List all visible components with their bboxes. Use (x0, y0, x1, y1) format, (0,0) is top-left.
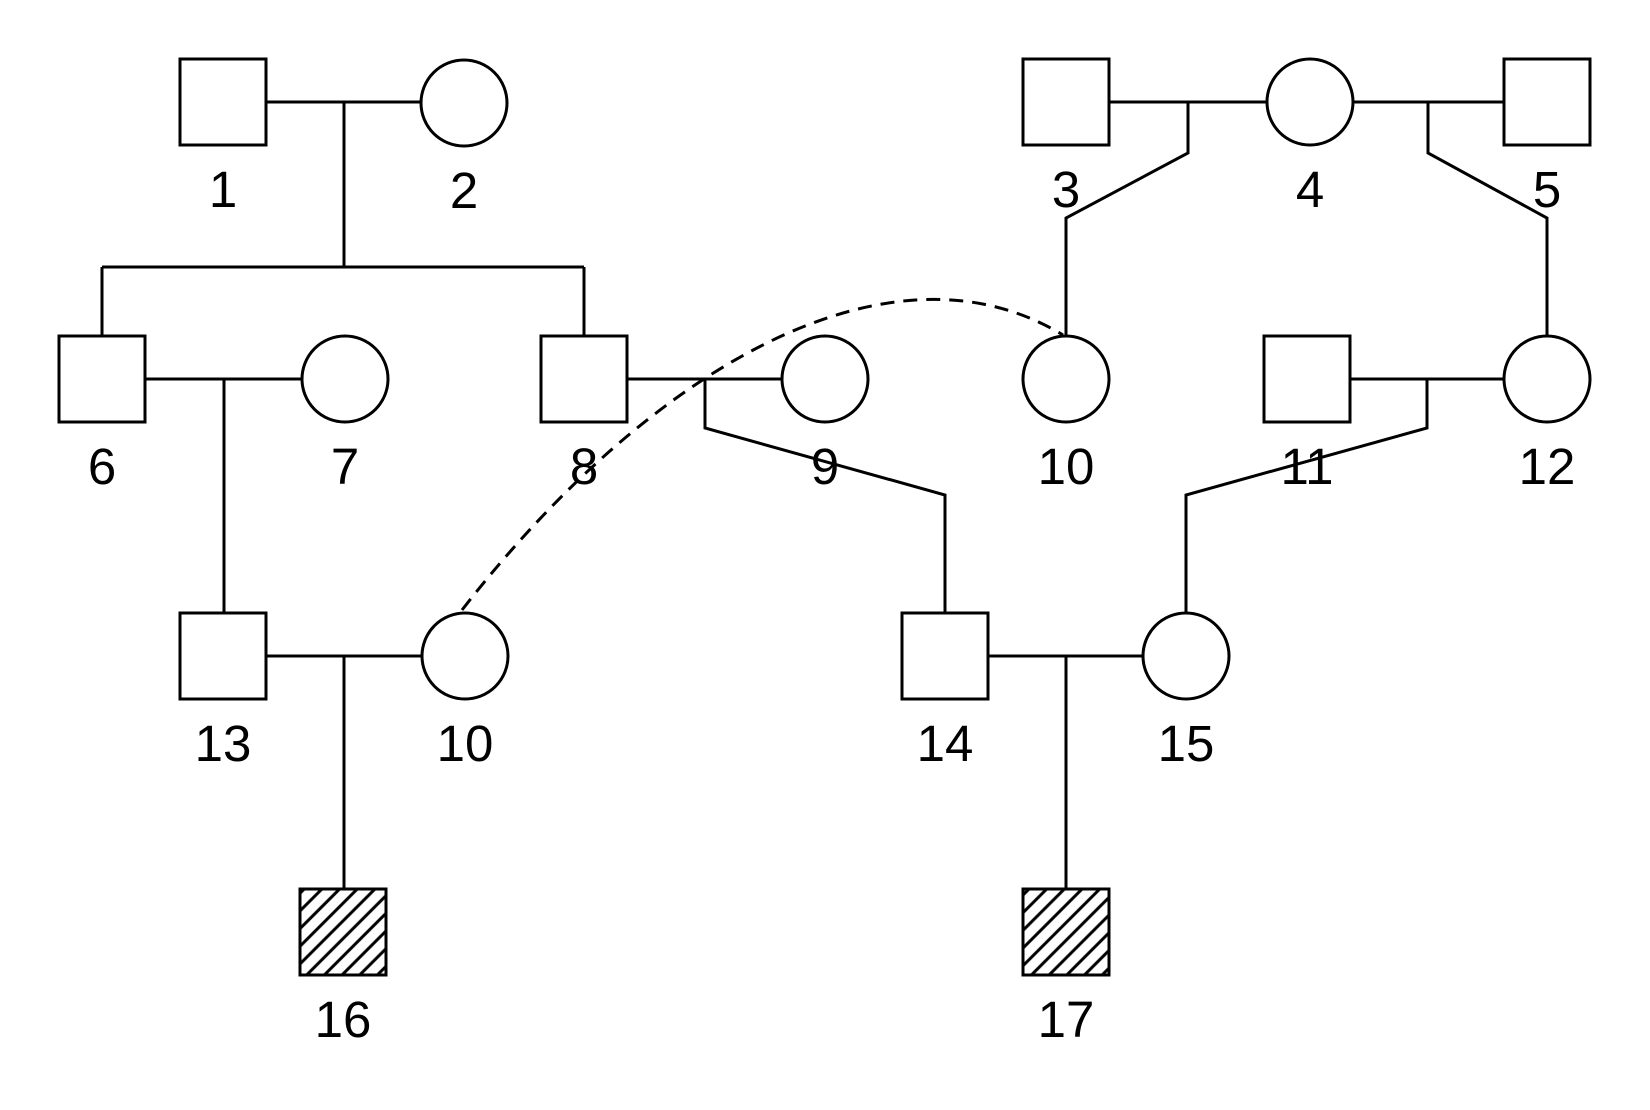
person-label-7: 7 (331, 438, 359, 495)
person-label-3: 3 (1052, 161, 1080, 218)
person-label-5: 5 (1533, 161, 1561, 218)
person-label-11: 11 (1281, 438, 1334, 495)
person-symbol-14-square (900, 611, 990, 701)
person-symbol-10b-circle (420, 611, 510, 701)
person-label-16: 16 (315, 991, 372, 1048)
person-symbol-12-circle (1502, 334, 1592, 424)
person-label-2: 2 (450, 162, 478, 219)
person-label-15: 15 (1158, 715, 1215, 772)
person-label-4: 4 (1296, 161, 1324, 218)
person-symbol-8-square (539, 334, 629, 424)
person-symbol-4-circle (1265, 57, 1355, 147)
person-symbol-13-square (178, 611, 268, 701)
person-symbol-1-square (178, 57, 268, 147)
person-symbol-3-square (1021, 57, 1111, 147)
descent-line-12 (1426, 102, 1549, 337)
person-label-10a: 10 (1038, 438, 1095, 495)
descent-line-15 (1184, 379, 1429, 613)
person-symbol-2-circle (419, 58, 509, 148)
person-symbol-10a-circle (1021, 334, 1111, 424)
person-label-14: 14 (917, 715, 974, 772)
person-symbol-11-square (1262, 334, 1352, 424)
person-symbol-17-square (1021, 887, 1111, 977)
person-symbol-7-circle (300, 334, 390, 424)
descent-line-10 (1064, 102, 1190, 336)
person-label-10b: 10 (437, 715, 494, 772)
person-label-6: 6 (88, 438, 116, 495)
person-label-13: 13 (195, 715, 252, 772)
descent-line-14 (703, 379, 947, 613)
duplicate-individual-link-10 (460, 297, 1064, 611)
person-symbol-15-circle (1141, 611, 1231, 701)
person-label-17: 17 (1038, 991, 1095, 1048)
person-label-8: 8 (570, 438, 598, 495)
person-symbol-5-square (1502, 57, 1592, 147)
person-symbol-6-square (57, 334, 147, 424)
person-symbol-16-square (298, 887, 388, 977)
person-label-9: 9 (811, 438, 839, 495)
person-label-12: 12 (1519, 438, 1576, 495)
person-label-1: 1 (209, 161, 237, 218)
person-symbol-9-circle (780, 334, 870, 424)
